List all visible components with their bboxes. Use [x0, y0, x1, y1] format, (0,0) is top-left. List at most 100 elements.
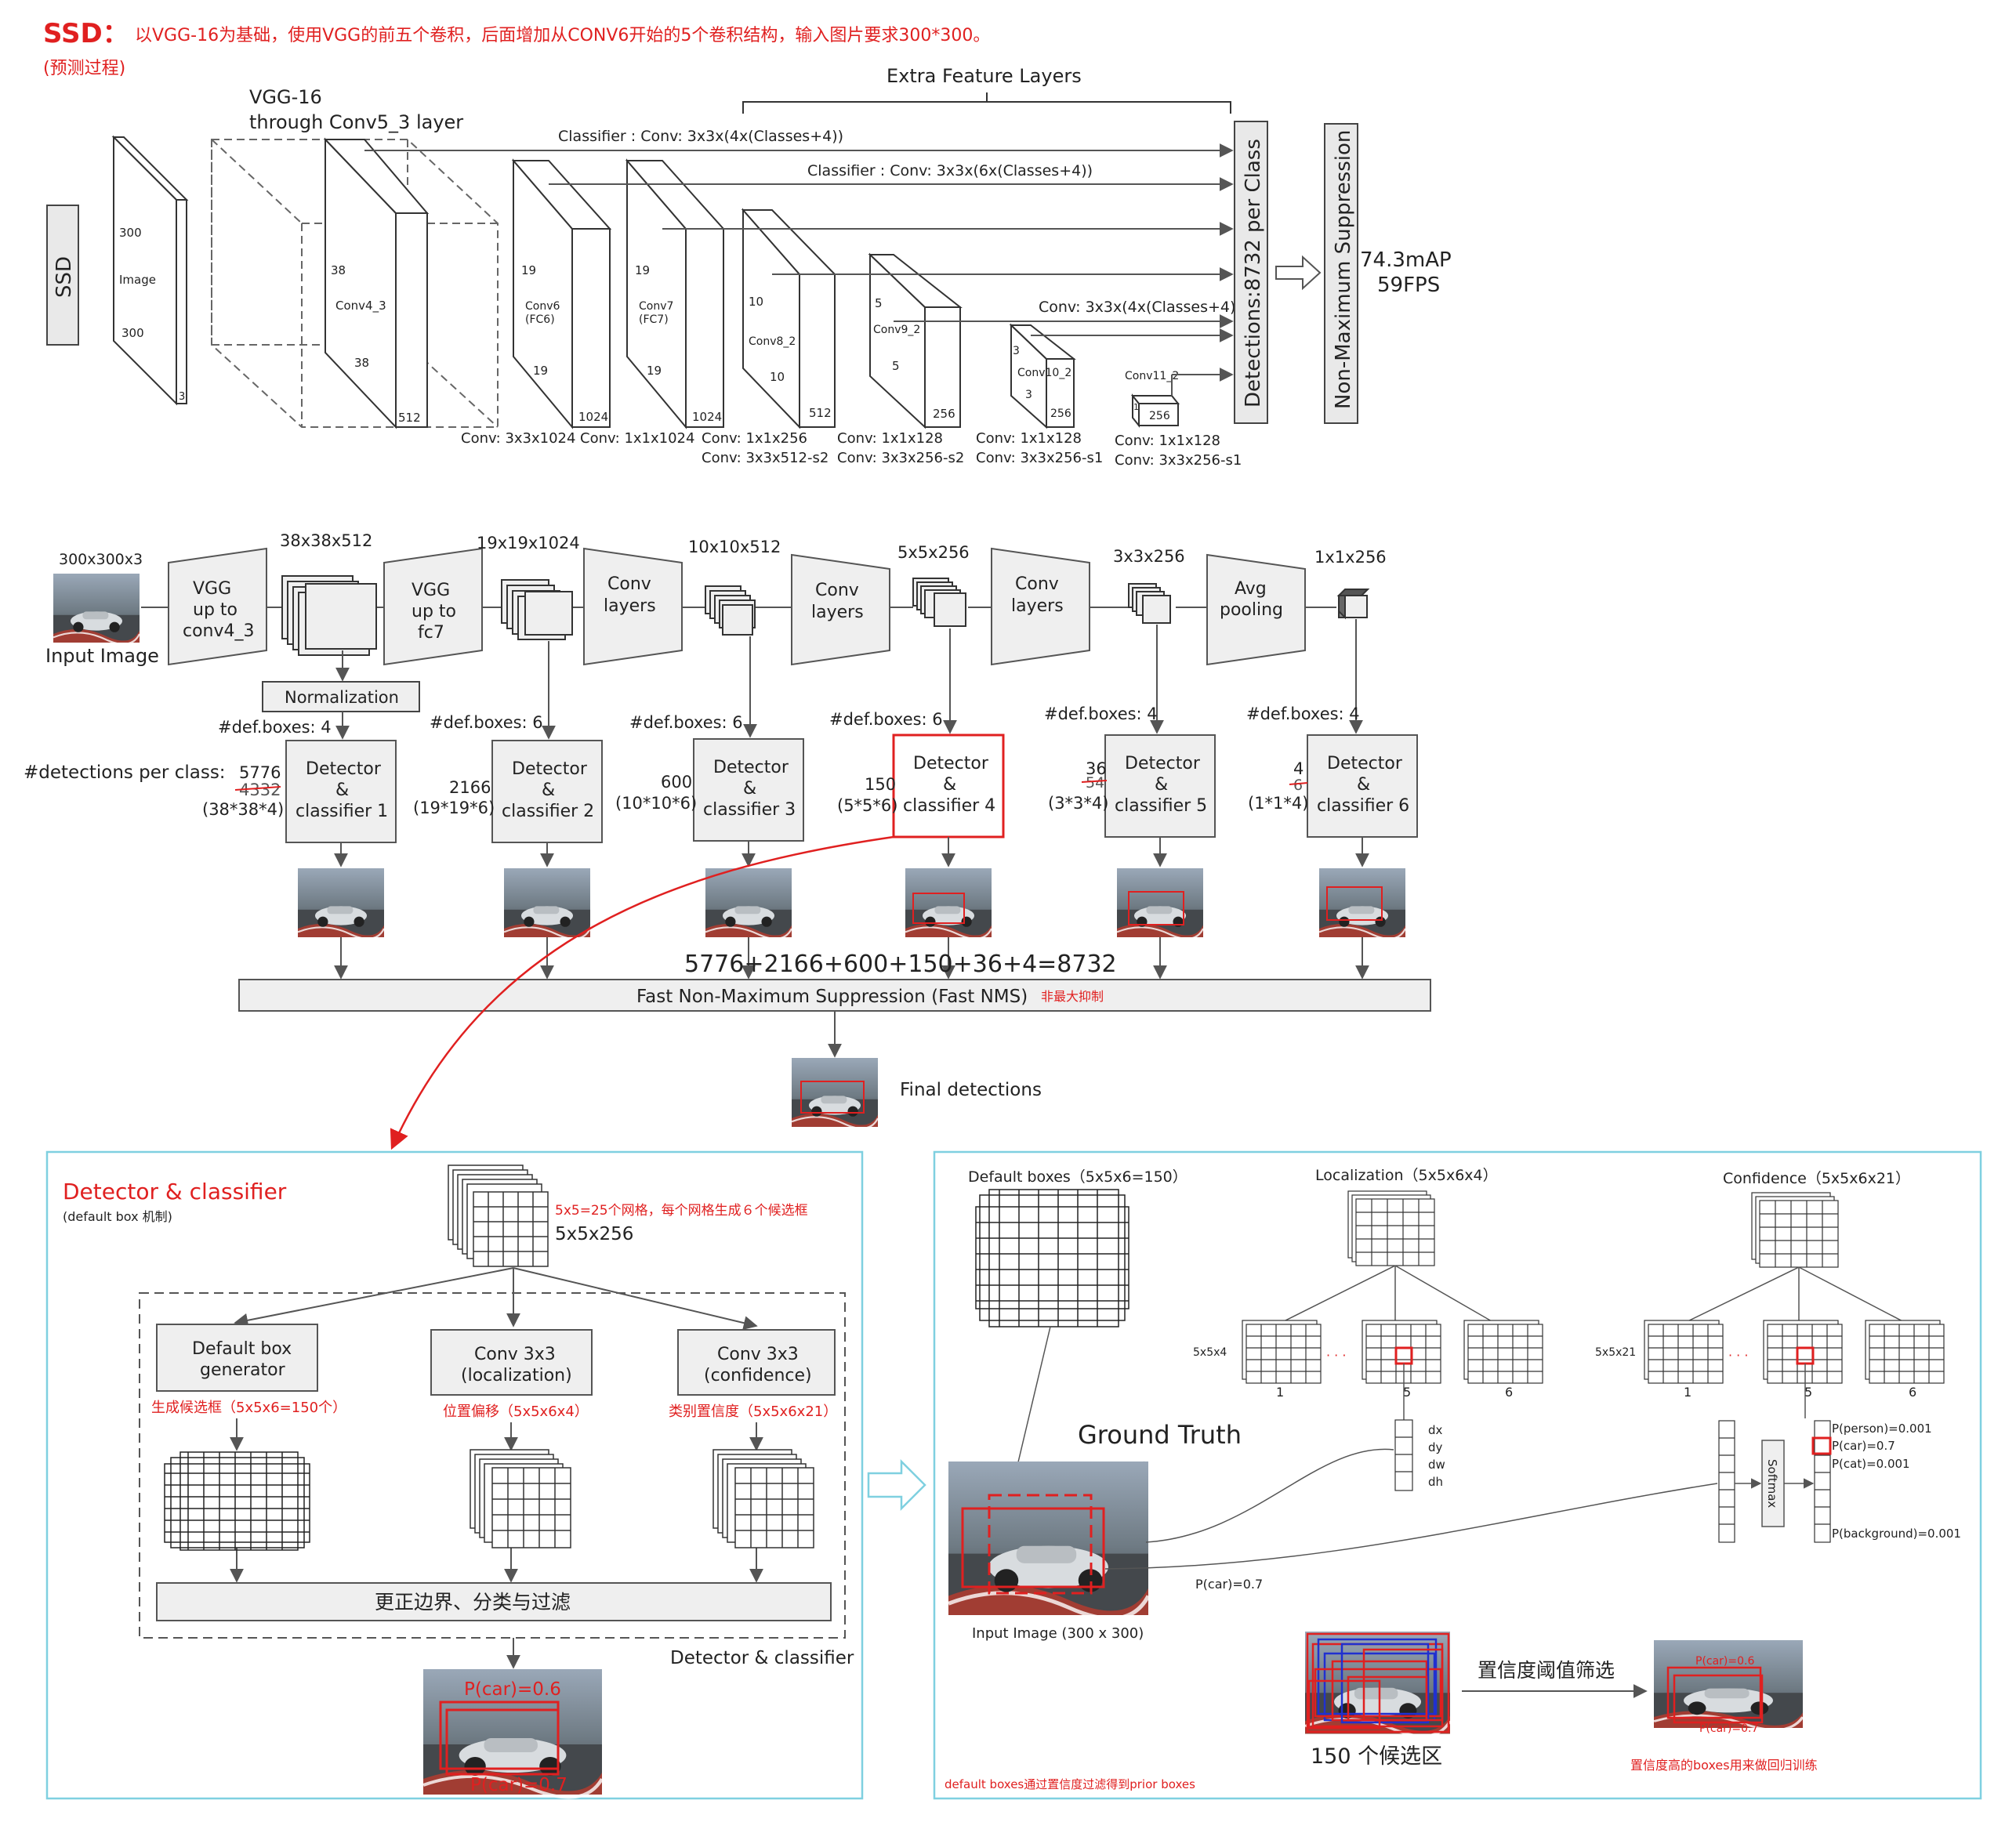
- note-conf: 类别置信度（5x5x6x21）: [669, 1404, 837, 1420]
- conv8-2-depth: 512: [809, 406, 832, 420]
- def-boxes-3: #def.boxes: 6: [629, 713, 743, 732]
- conv9-2-depth: 256: [933, 407, 955, 421]
- nms-box: [1324, 123, 1358, 424]
- detector-2-l2: &: [542, 781, 555, 800]
- candidate-boxes: [1306, 1632, 1450, 1733]
- conv9-2-mid: Conv9_2: [873, 324, 920, 336]
- ssd-label: SSD: [53, 256, 76, 298]
- conv7-mid2: (FC7): [639, 313, 669, 326]
- left-title: Detector & classifier: [63, 1179, 287, 1204]
- detector-2: [491, 740, 603, 843]
- input-label: Input Image: [45, 645, 159, 667]
- count-5-strike: [1081, 780, 1108, 783]
- header-title: SSD：: [43, 18, 129, 49]
- stage-6-l1: Avg: [1235, 579, 1267, 599]
- result-note: 置信度高的boxes用来做回归训练: [1630, 1758, 1818, 1773]
- candidates-label: 150 个候选区: [1311, 1744, 1442, 1769]
- detector-4-l1: Detector: [913, 754, 989, 773]
- conv7-top: 19: [635, 263, 650, 277]
- conv8-2-top: 10: [749, 295, 763, 309]
- vgg-cube: [211, 139, 499, 428]
- det-output-lines: [334, 837, 1369, 980]
- count-1-formula: (38*38*4): [202, 800, 284, 819]
- count-3-new: 600: [661, 773, 692, 791]
- stage-2-l3: fc7: [418, 623, 444, 643]
- box-conv-loc-l1: Conv 3x3: [474, 1345, 556, 1364]
- pipeline: 300x300x3 Input Image VGG up to conv4_3 …: [24, 531, 1431, 1150]
- conf-grid-1: [1644, 1320, 1724, 1384]
- stage-2: [383, 547, 483, 666]
- stage-3-l2: layers: [604, 596, 656, 616]
- offset-column: [1394, 1419, 1413, 1491]
- detector-3-l2: &: [743, 779, 756, 799]
- fmap-4: [912, 578, 966, 627]
- offset-dy: dy: [1428, 1440, 1443, 1454]
- result-box-1: [1666, 1666, 1762, 1719]
- conv10-2-top: 3: [1013, 345, 1020, 357]
- sum-formula: 5776+2166+600+150+36+4=8732: [684, 951, 1117, 978]
- detector-group-box: [139, 1292, 846, 1639]
- prob-cat: P(cat)=0.001: [1832, 1457, 1910, 1471]
- count-4-new: 150: [865, 775, 896, 794]
- extra-brace: [742, 92, 1231, 114]
- architecture: SSD 300 Image 300 3 VGG-16 through Conv5…: [46, 65, 1452, 469]
- det-image-1: [296, 867, 386, 940]
- left-p-bottom: P(car)=0.7: [470, 1775, 567, 1795]
- default-box-grid: [164, 1451, 310, 1551]
- detector-5-l1: Detector: [1125, 754, 1201, 773]
- count-2-formula: (19*19*6): [413, 799, 495, 817]
- fps-label: 59FPS: [1377, 273, 1440, 297]
- box-default-gen: [156, 1324, 318, 1392]
- prob-car: P(car)=0.7: [1832, 1439, 1895, 1453]
- curve-to-offsets: [1145, 1448, 1394, 1543]
- softmax-label: Softmax: [1765, 1459, 1779, 1508]
- conv6-mid2: (FC6): [525, 313, 555, 326]
- gt-box-dashed: [988, 1494, 1093, 1595]
- final-box: [800, 1081, 865, 1114]
- box-conv-conf-l2: (confidence): [704, 1366, 812, 1385]
- conv6-block: [511, 158, 612, 429]
- image-block: 300 Image 300 3: [111, 135, 189, 406]
- conv9-2-bot: 5: [892, 359, 900, 373]
- stage-1: [168, 547, 267, 666]
- conv6-top: 19: [521, 263, 536, 277]
- conv10-2-depth: 256: [1050, 407, 1071, 420]
- localization-label: Localization（5x5x6x4）: [1315, 1167, 1498, 1184]
- conf-grid-5: [1763, 1320, 1843, 1384]
- def-boxes-2: #def.boxes: 6: [430, 713, 543, 732]
- input-image-label: Input Image (300 x 300): [972, 1625, 1144, 1642]
- nms-bar: [238, 979, 1431, 1012]
- conv10-2-bot: 3: [1025, 389, 1032, 401]
- left-panel-border: [45, 1150, 864, 1800]
- conv-label-1: Conv: 3x3x1024: [461, 430, 575, 447]
- detector-6-l3: classifier 6: [1317, 796, 1409, 816]
- conv9-2-top: 5: [875, 296, 883, 310]
- result-p2: P(car)=0.7: [1699, 1722, 1758, 1735]
- conv-label-5b: Conv: 3x3x256-s1: [976, 450, 1103, 466]
- conf-idx-1: 1: [1684, 1385, 1691, 1400]
- conf-prob-highlight: [1811, 1436, 1832, 1455]
- conf-left-column: [1718, 1420, 1735, 1543]
- count-6-new: 4: [1293, 759, 1304, 778]
- left-p-top: P(car)=0.6: [464, 1679, 561, 1700]
- detector-1-l3: classifier 1: [296, 802, 388, 821]
- loc-dots: · · ·: [1326, 1348, 1346, 1363]
- count-1-new: 5776: [239, 763, 281, 782]
- loc-idx-1: 1: [1276, 1385, 1284, 1400]
- ground-truth: Ground Truth: [1078, 1420, 1242, 1450]
- nms-arrow: [1275, 255, 1322, 291]
- stage-5: [991, 547, 1090, 666]
- conv8-2-bot: 10: [770, 370, 785, 384]
- det-image-3: [704, 867, 793, 940]
- vgg-title-2: through Conv5_3 layer: [249, 111, 463, 133]
- loc-grid-6: [1463, 1320, 1543, 1384]
- detector-5-l2: &: [1155, 775, 1168, 795]
- feature-arrows: [364, 143, 1234, 396]
- grid-note: 5x5=25个网格，每个网格生成６个候选框: [555, 1203, 808, 1219]
- input-size: 300x300x3: [59, 551, 143, 568]
- conf-idx-5: 5: [1804, 1385, 1812, 1400]
- detector-2-l1: Detector: [512, 759, 588, 779]
- left-box-2: [445, 1708, 560, 1776]
- input-image: [52, 572, 141, 646]
- correction-bar-label: 更正边界、分类与过滤: [375, 1591, 571, 1614]
